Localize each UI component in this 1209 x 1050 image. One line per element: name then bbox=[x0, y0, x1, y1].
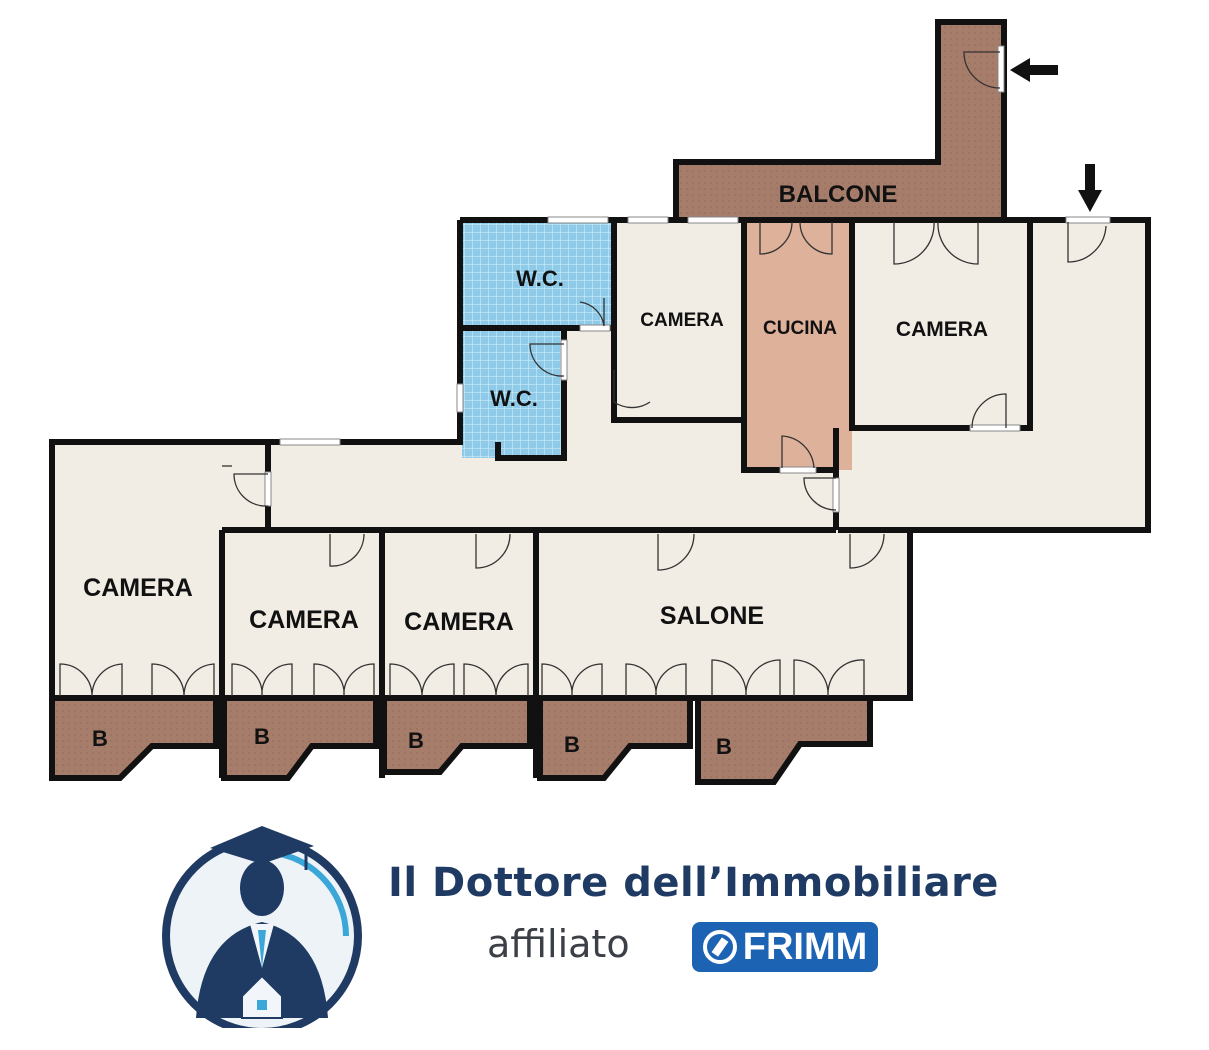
wc-upper-area bbox=[462, 222, 614, 326]
balcony-4-label: B bbox=[564, 732, 580, 757]
arrow-down-icon bbox=[1078, 164, 1102, 212]
wc-upper-label: W.C. bbox=[516, 266, 564, 291]
arrow-left-icon bbox=[1010, 58, 1058, 82]
frimm-mark-icon bbox=[702, 930, 737, 964]
camera-top-right-label: CAMERA bbox=[896, 318, 988, 341]
cucina-label: CUCINA bbox=[763, 318, 837, 339]
camera-mid2-label: CAMERA bbox=[404, 608, 514, 636]
balcony-5-area bbox=[695, 695, 873, 785]
frimm-text: FRIMM bbox=[742, 925, 868, 968]
balcony-1-area bbox=[49, 695, 219, 781]
wc-lower-label: W.C. bbox=[490, 386, 538, 411]
windows bbox=[264, 45, 1111, 513]
company-logo bbox=[162, 826, 362, 1028]
balcony-3-label: B bbox=[408, 728, 424, 753]
affiliation-text: affiliato bbox=[487, 922, 630, 966]
balcone-label: BALCONE bbox=[779, 181, 898, 208]
frimm-logo: FRIMM bbox=[692, 922, 878, 972]
balcony-2-area bbox=[221, 695, 379, 781]
camera-top-left-label: CAMERA bbox=[640, 310, 724, 331]
balcony-4-area bbox=[537, 695, 693, 781]
walls bbox=[49, 217, 1151, 778]
balcony-2-label: B bbox=[254, 724, 270, 749]
company-name: Il Dottore dell’Immobiliare bbox=[388, 860, 999, 906]
wc-lower-area bbox=[462, 330, 564, 458]
balconies-bottom bbox=[49, 695, 873, 785]
salone-label: SALONE bbox=[660, 602, 764, 630]
camera-mid1-label: CAMERA bbox=[249, 606, 359, 634]
balcony-3-area bbox=[381, 695, 533, 775]
entrance-arrows bbox=[1010, 58, 1102, 212]
balcony-5-label: B bbox=[716, 734, 732, 759]
doors bbox=[59, 51, 1107, 697]
camera-left-label: CAMERA bbox=[83, 574, 193, 602]
balcony-1-label: B bbox=[92, 726, 108, 751]
